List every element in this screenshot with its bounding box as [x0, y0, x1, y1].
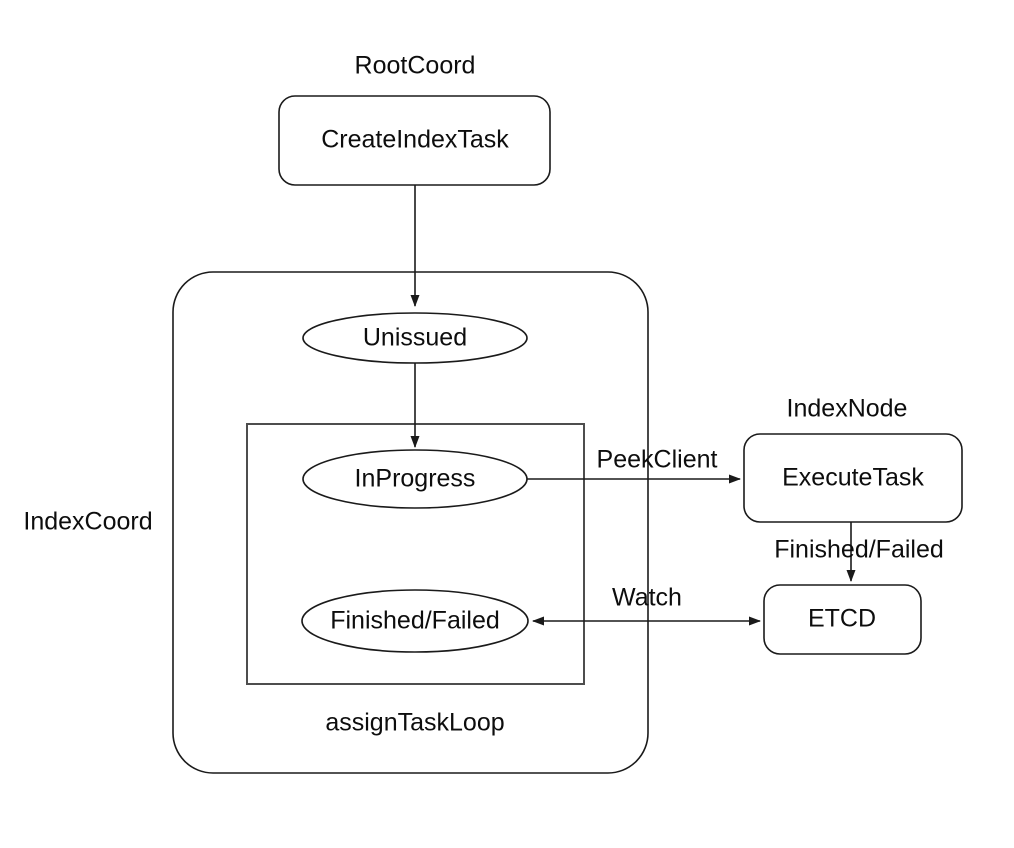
- group-index-coord-container: [172, 271, 649, 774]
- node-label-finished-failed: Finished/Failed: [330, 607, 500, 635]
- node-label-etcd: ETCD: [808, 605, 876, 633]
- node-label-unissued: Unissued: [363, 324, 467, 352]
- group-label-index-node: IndexNode: [787, 395, 908, 423]
- node-label-in-progress: InProgress: [355, 465, 476, 493]
- node-execute-task[interactable]: [743, 433, 963, 523]
- node-etcd[interactable]: [763, 584, 922, 655]
- group-label-assign-task-loop: assignTaskLoop: [325, 709, 504, 737]
- group-label-root-coord: RootCoord: [355, 52, 476, 80]
- edge-label-peek-client: PeekClient: [597, 446, 718, 474]
- node-finished-failed[interactable]: [301, 589, 529, 653]
- edge-label-finished-failed: Finished/Failed: [774, 536, 944, 564]
- edge-label-watch: Watch: [612, 584, 682, 612]
- node-label-execute-task: ExecuteTask: [782, 464, 924, 492]
- group-label-index-coord: IndexCoord: [23, 508, 152, 536]
- node-label-create-index-task: CreateIndexTask: [321, 126, 509, 154]
